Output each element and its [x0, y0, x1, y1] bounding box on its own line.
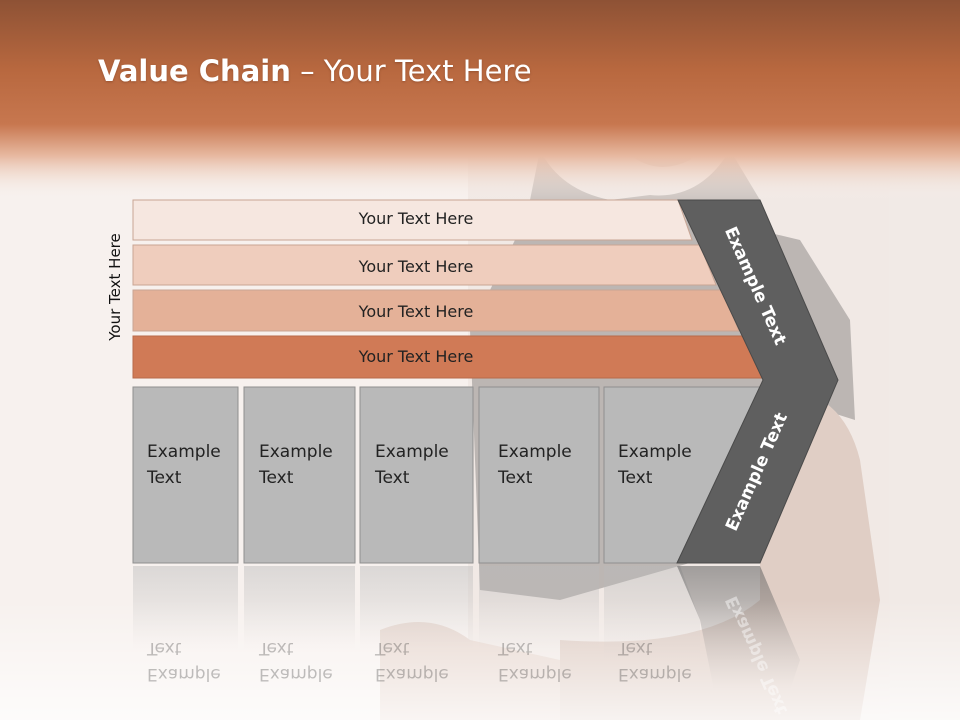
column-4-reflection-line2: Text [498, 638, 533, 658]
column-3-text: Example Text [375, 439, 449, 491]
column-3-reflection-line1: Example [375, 664, 449, 684]
column-2-line2: Text [259, 468, 294, 488]
band-2-label: Your Text Here [358, 257, 474, 276]
column-2-reflection-line1: Example [259, 664, 333, 684]
band-3-label: Your Text Here [358, 302, 474, 321]
column-3-line2: Text [375, 468, 410, 488]
band-3 [132, 289, 740, 332]
column-3-line1: Example [375, 442, 449, 462]
page-title: Value Chain – Your Text Here [98, 54, 532, 88]
header-band [0, 0, 960, 200]
column-4-box [478, 386, 600, 564]
band-2 [132, 244, 717, 286]
column-4-reflection: Example Text [498, 635, 572, 687]
side-label-text: Your Text Here [106, 233, 124, 341]
column-2-line1: Example [259, 442, 333, 462]
column-2-box [243, 386, 356, 564]
value-chevron [676, 199, 839, 564]
column-1-line2: Text [147, 468, 182, 488]
column-1-reflection-line1: Example [147, 664, 221, 684]
column-1-reflection: Example Text [147, 635, 221, 687]
band-4-label: Your Text Here [358, 347, 474, 366]
column-4-reflection-line1: Example [498, 664, 572, 684]
column-3-box [359, 386, 474, 564]
column-5-reflection: Example Text [618, 635, 692, 687]
column-1-text: Example Text [147, 439, 221, 491]
band-1-label: Your Text Here [358, 209, 474, 228]
column-4-line1: Example [498, 442, 572, 462]
column-4-text: Example Text [498, 439, 572, 491]
column-1-line1: Example [147, 442, 221, 462]
column-5-line1: Example [618, 442, 692, 462]
column-3-reflection: Example Text [375, 635, 449, 687]
column-1-reflection-line2: Text [147, 638, 182, 658]
column-5-line2: Text [618, 468, 653, 488]
band-1 [132, 199, 693, 241]
column-5-reflection-line2: Text [618, 638, 653, 658]
column-1-box [132, 386, 239, 564]
column-3-reflection-line2: Text [375, 638, 410, 658]
column-5-text: Example Text [618, 439, 692, 491]
column-5-reflection-line1: Example [618, 664, 692, 684]
title-subtitle: – Your Text Here [290, 54, 532, 88]
column-4-line2: Text [498, 468, 533, 488]
column-2-reflection-line2: Text [259, 638, 294, 658]
title-main: Value Chain [98, 54, 291, 88]
column-2-text: Example Text [259, 439, 333, 491]
column-2-reflection: Example Text [259, 635, 333, 687]
